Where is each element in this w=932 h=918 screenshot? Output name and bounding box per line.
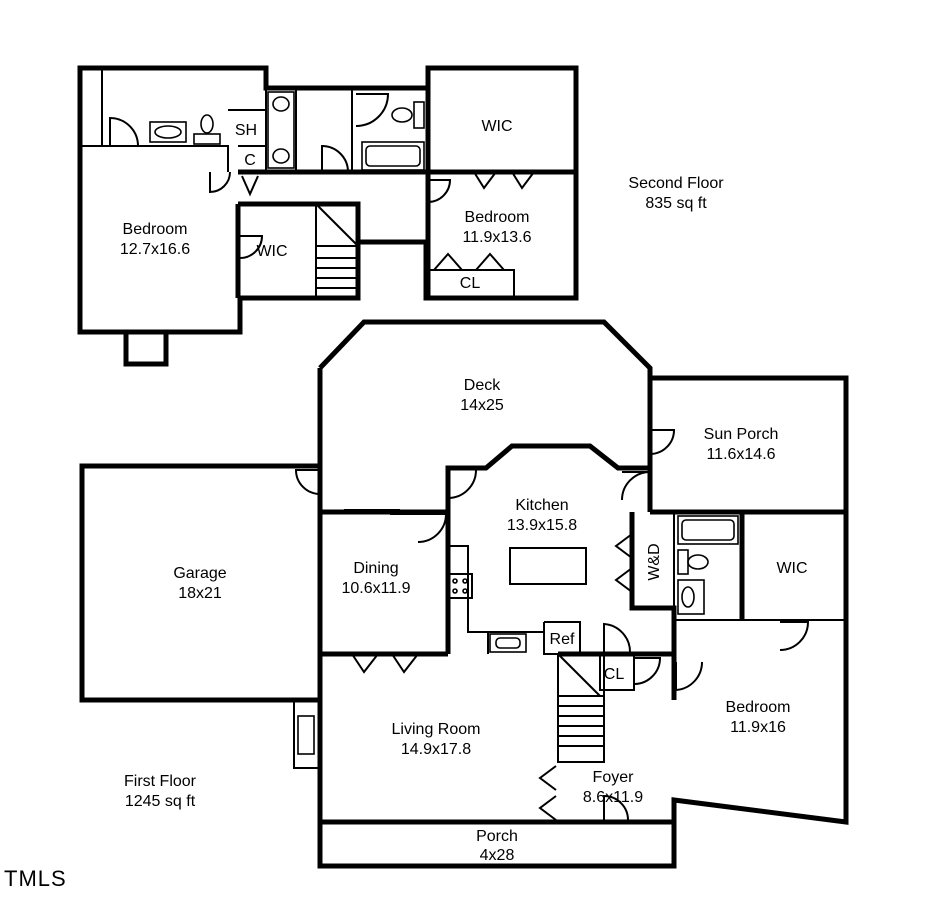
room-porch-name: Porch (476, 828, 518, 845)
watermark: TMLS (4, 866, 67, 891)
first-floor-labels: Deck 14x25 Sun Porch 11.6x14.6 Kitchen 1… (124, 377, 808, 864)
room-kitchen-name: Kitchen (515, 497, 568, 514)
room-cl-lower: CL (604, 666, 625, 683)
room-sun-porch-name: Sun Porch (704, 426, 779, 443)
first-floor-area: 1245 sq ft (125, 793, 196, 810)
first-floor-fixtures (294, 429, 810, 821)
room-living-dims: 14.9x17.8 (401, 741, 471, 758)
room-bedroom-dims: 11.9x16 (730, 719, 786, 736)
room-garage-dims: 18x21 (178, 585, 222, 602)
room-deck-dims: 14x25 (460, 397, 504, 414)
first-floor-walls (79, 319, 849, 869)
second-floor-walls (77, 65, 579, 367)
room-bedroom-right-dims: 11.9x13.6 (462, 229, 531, 246)
room-wic-right: WIC (481, 118, 512, 135)
room-porch-dims: 4x28 (480, 847, 515, 864)
second-floor-title: Second Floor (628, 175, 724, 192)
first-floor-title: First Floor (124, 773, 197, 790)
room-ref: Ref (550, 631, 575, 648)
room-bedroom-right-name: Bedroom (465, 209, 530, 226)
room-c: C (244, 152, 256, 169)
room-bedroom-left-dims: 12.7x16.6 (120, 241, 190, 258)
second-floor-fixtures (109, 91, 535, 271)
room-cl-upper: CL (460, 275, 481, 292)
room-dining-name: Dining (353, 560, 398, 577)
room-sun-porch-dims: 11.6x14.6 (706, 446, 775, 463)
room-living-name: Living Room (392, 721, 481, 738)
room-bedroom-name: Bedroom (726, 699, 791, 716)
room-bedroom-left-name: Bedroom (123, 221, 188, 238)
room-foyer-name: Foyer (593, 769, 635, 786)
room-wd: W&D (646, 543, 663, 580)
room-dining-dims: 10.6x11.9 (341, 580, 410, 597)
room-wic: WIC (776, 560, 807, 577)
room-deck-name: Deck (464, 377, 501, 394)
room-foyer-dims: 8.6x11.9 (583, 789, 643, 806)
room-kitchen-dims: 13.9x15.8 (507, 517, 577, 534)
room-garage-name: Garage (173, 565, 226, 582)
second-floor-area: 835 sq ft (645, 195, 707, 212)
room-wic-left: WIC (256, 243, 287, 260)
second-floor-labels: Second Floor 835 sq ft Bedroom 12.7x16.6… (120, 118, 724, 292)
room-sh: SH (235, 122, 257, 139)
